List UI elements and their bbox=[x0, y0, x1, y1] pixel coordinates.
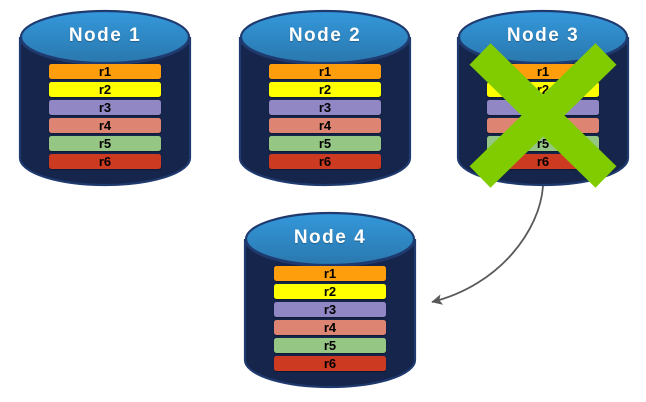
replica-row-r4[interactable]: r4 bbox=[274, 320, 386, 335]
replica-row-r5[interactable]: r5 bbox=[49, 136, 161, 151]
replica-row-r6[interactable]: r6 bbox=[274, 356, 386, 371]
replica-row-r3[interactable]: r3 bbox=[49, 100, 161, 115]
replica-row-r6[interactable]: r6 bbox=[269, 154, 381, 169]
replica-row-r5[interactable]: r5 bbox=[487, 136, 599, 151]
replica-row-r4[interactable]: r4 bbox=[49, 118, 161, 133]
replica-row-r2[interactable]: r2 bbox=[269, 82, 381, 97]
replica-row-r2[interactable]: r2 bbox=[487, 82, 599, 97]
replica-row-r3[interactable]: r3 bbox=[487, 100, 599, 115]
replica-row-r1[interactable]: r1 bbox=[269, 64, 381, 79]
replica-row-r4[interactable]: r4 bbox=[269, 118, 381, 133]
replica-row-r3[interactable]: r3 bbox=[269, 100, 381, 115]
replica-row-r2[interactable]: r2 bbox=[274, 284, 386, 299]
replica-row-r1[interactable]: r1 bbox=[49, 64, 161, 79]
replica-row-list: r1 r2 r3 r4 r5 r6 bbox=[458, 10, 628, 185]
replica-row-list: r1 r2 r3 r4 r5 r6 bbox=[20, 10, 190, 185]
replica-row-r6[interactable]: r6 bbox=[49, 154, 161, 169]
replica-row-r2[interactable]: r2 bbox=[49, 82, 161, 97]
replica-row-r3[interactable]: r3 bbox=[274, 302, 386, 317]
replica-row-list: r1 r2 r3 r4 r5 r6 bbox=[245, 212, 415, 387]
replica-row-r1[interactable]: r1 bbox=[487, 64, 599, 79]
replica-row-r1[interactable]: r1 bbox=[274, 266, 386, 281]
replica-row-r4[interactable]: r4 bbox=[487, 118, 599, 133]
replica-row-r5[interactable]: r5 bbox=[269, 136, 381, 151]
replica-row-r5[interactable]: r5 bbox=[274, 338, 386, 353]
replica-row-r6[interactable]: r6 bbox=[487, 154, 599, 169]
replica-row-list: r1 r2 r3 r4 r5 r6 bbox=[240, 10, 410, 185]
